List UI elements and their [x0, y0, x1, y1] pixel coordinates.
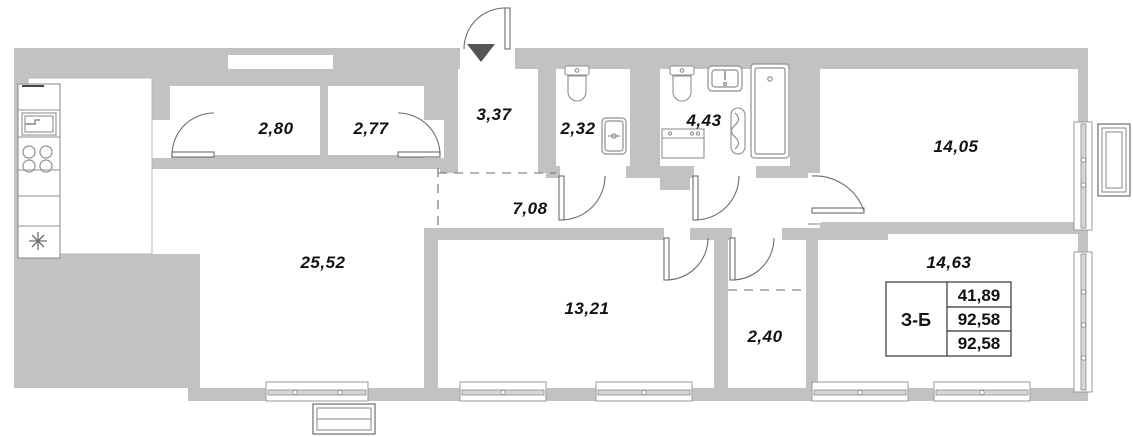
entrance-direction-marker — [467, 44, 495, 62]
dashed-boundaries — [437, 168, 806, 291]
door-wardrobe-right — [397, 112, 441, 158]
label-bedroom-right-top: 14,05 — [933, 137, 978, 156]
wall-overlay — [14, 48, 1088, 401]
door-bedroom-middle — [663, 237, 709, 281]
window-right-top — [1073, 121, 1093, 231]
entrance-door — [463, 7, 511, 50]
label-bedroom-middle: 13,21 — [564, 299, 609, 318]
label-bathroom-small: 2,32 — [559, 119, 595, 138]
door-openings — [152, 120, 821, 241]
door-storage — [729, 237, 775, 281]
washing-machine-icon — [661, 128, 705, 159]
windows — [265, 121, 1093, 402]
window-bottom-right-a — [811, 381, 909, 402]
window-bottom-living — [265, 381, 369, 402]
label-bedroom-right-bottom: 14,63 — [926, 253, 971, 272]
door-bathroom-large — [692, 175, 740, 221]
label-wardrobe-left: 2,80 — [257, 119, 293, 138]
summary-row-3: 92,58 — [958, 334, 1001, 353]
window-bottom-bedroom-a — [459, 381, 547, 402]
label-kitchen-living: 25,52 — [299, 253, 345, 272]
shower-cabin-icon — [601, 117, 627, 155]
label-entrance-hall: 3,37 — [476, 105, 512, 124]
balcony-bottom — [312, 403, 376, 435]
balcony-right — [1097, 123, 1131, 197]
window-bottom-right-b — [933, 381, 1031, 402]
door-bedroom-right-top — [811, 175, 865, 214]
summary-row-1: 41,89 — [958, 286, 1001, 305]
window-bottom-bedroom-b — [595, 381, 693, 402]
door-bathroom-small — [558, 175, 606, 221]
towel-radiator-icon — [730, 107, 746, 155]
summary-row-2: 92,58 — [958, 310, 1001, 329]
room-area-labels: 25,52 2,80 2,77 3,37 7,08 2,32 4,43 14,0… — [257, 105, 978, 346]
doors — [171, 7, 865, 281]
washbasin-icon — [707, 65, 743, 92]
apartment-summary-box: З-Б 41,89 92,58 92,58 — [885, 281, 1012, 357]
label-corridor: 7,08 — [512, 199, 547, 218]
summary-type-label: З-Б — [901, 310, 931, 330]
toilet-icon-large-bath — [669, 65, 695, 102]
window-right-bottom — [1073, 251, 1093, 393]
kitchen-stove-icon — [22, 145, 53, 173]
toilet-icon-small-bath — [564, 65, 590, 102]
kitchen-fixture-column — [17, 83, 61, 259]
refrigerator-icon — [29, 232, 47, 250]
bathtub-icon — [750, 63, 790, 159]
label-storage: 2,40 — [746, 327, 782, 346]
kitchen-sink-icon — [21, 112, 57, 136]
label-bathroom-large: 4,43 — [685, 111, 721, 130]
label-wardrobe-right: 2,77 — [352, 119, 389, 138]
door-wardrobe-left — [171, 112, 215, 158]
